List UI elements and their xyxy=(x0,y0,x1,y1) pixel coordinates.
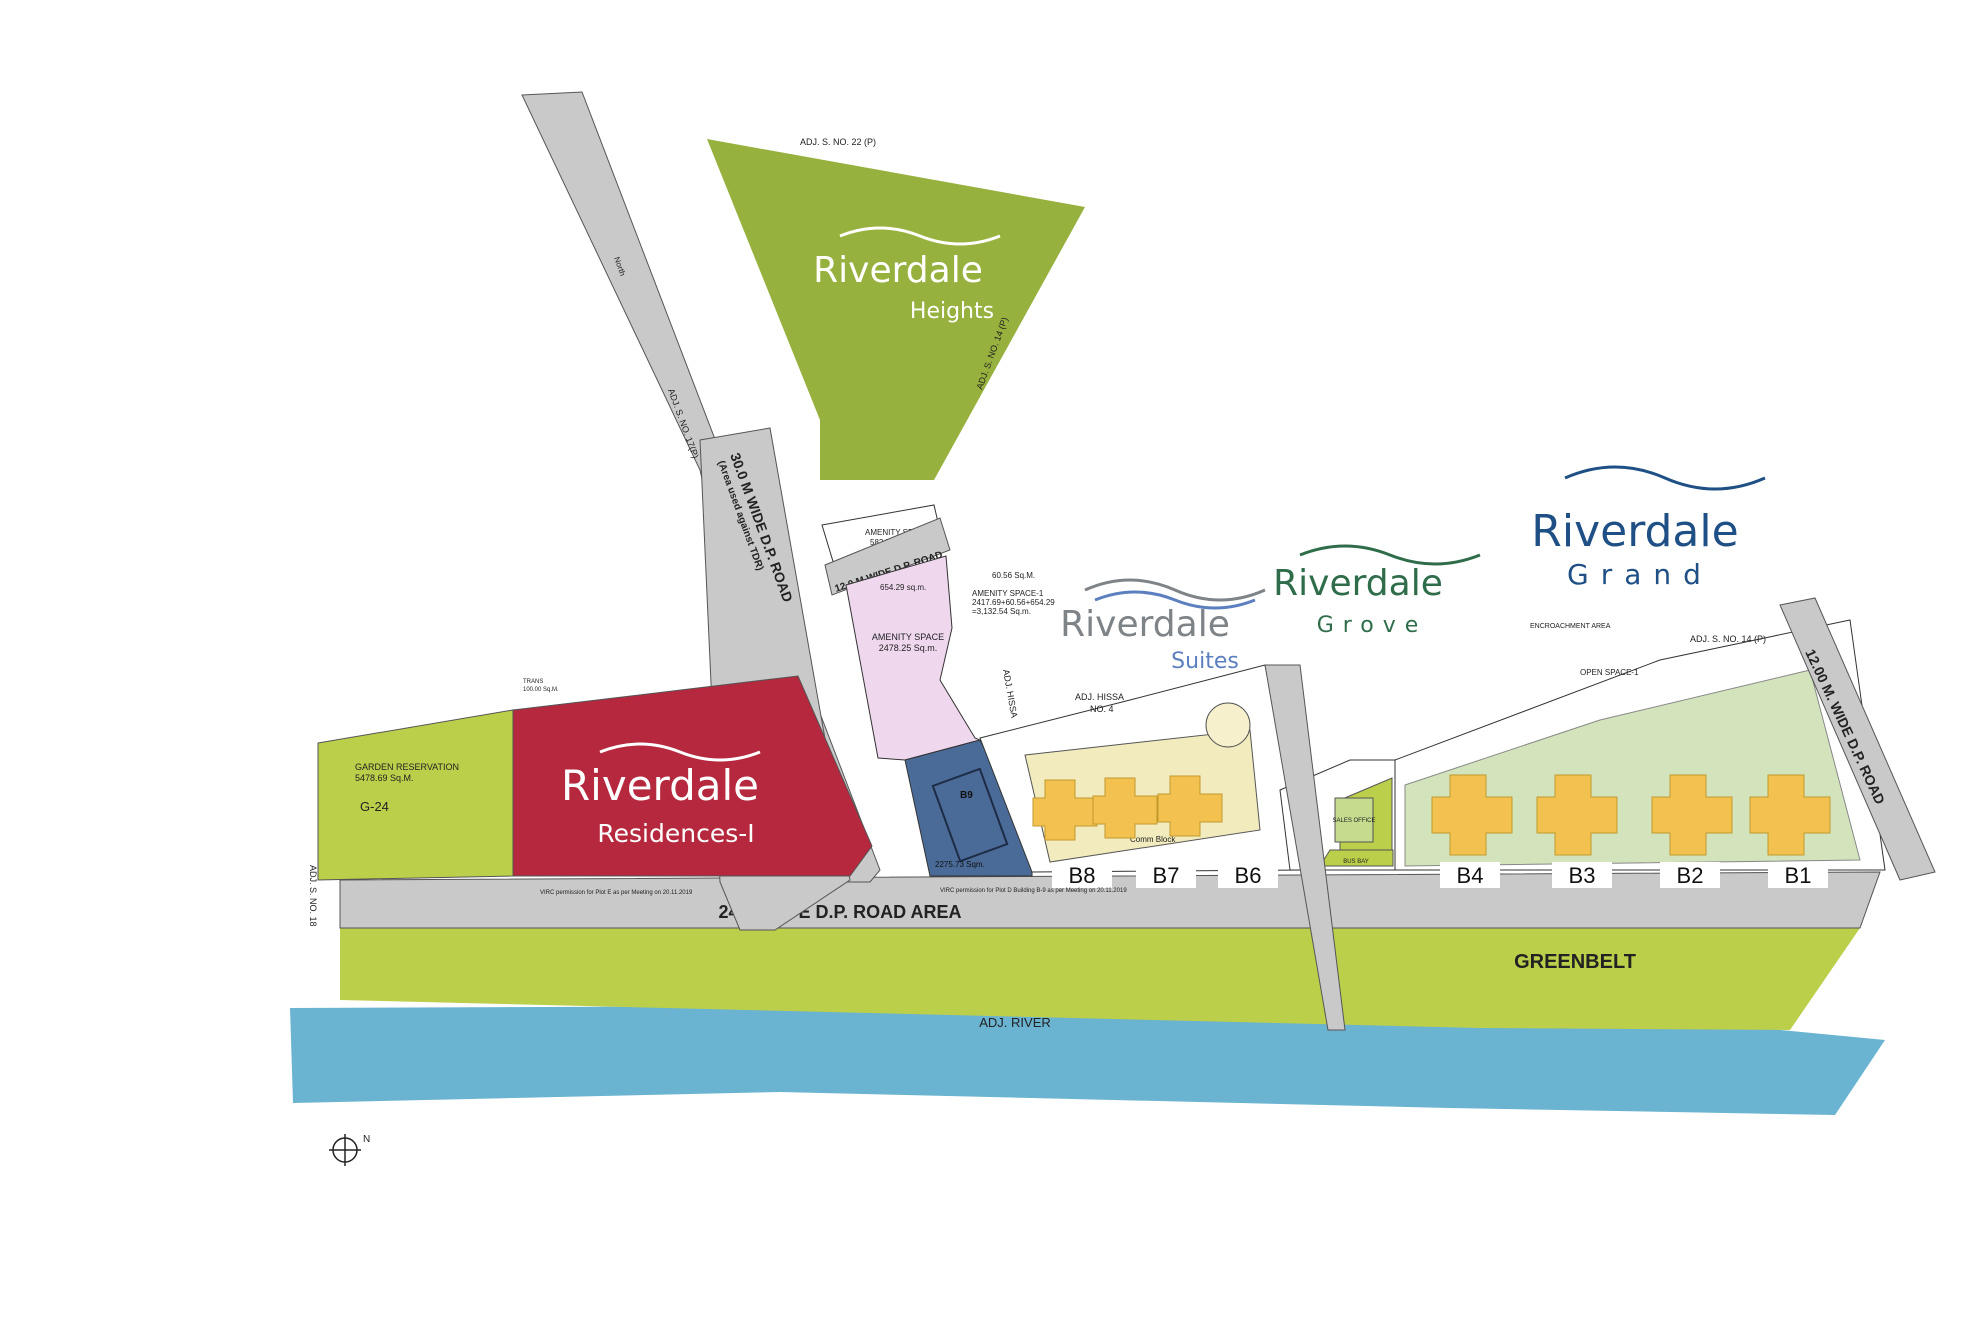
amenity-label: AMENITY SPACE xyxy=(872,632,944,642)
residences-plot xyxy=(512,675,873,877)
greenbelt-label: GREENBELT xyxy=(1514,951,1636,973)
bus-bay-label: BUS BAY xyxy=(1343,859,1369,865)
b7-box xyxy=(1136,862,1196,888)
encroach-label: ENCROACHMENT AREA xyxy=(1530,623,1611,630)
grand-name: Riverdale xyxy=(1531,506,1738,557)
suites-name: Riverdale xyxy=(1060,604,1230,645)
amenity1-label: AMENITY SPACE-1 xyxy=(972,589,1044,598)
heights-name: Riverdale xyxy=(813,250,983,291)
b2-label: B2 xyxy=(1677,863,1704,888)
area-654: 654.29 sq.m. xyxy=(880,583,926,592)
virc-b9: VIRC permission for Plot D Building B-9 … xyxy=(940,888,1127,894)
b2-box xyxy=(1660,862,1720,888)
b6-label: B6 xyxy=(1235,863,1262,888)
suites-wave-icon-2 xyxy=(1094,590,1256,610)
b9-label: B9 xyxy=(960,790,973,801)
amenity1-total: =3,132.54 Sq.m. xyxy=(972,607,1031,616)
trans-label: TRANS xyxy=(523,679,543,685)
area-60: 60.56 Sq.M. xyxy=(992,571,1035,580)
side-road xyxy=(1264,664,1346,1031)
grand-buildings xyxy=(1431,774,1831,856)
amenity2-label: AMENITY SPACE-2 xyxy=(865,528,937,537)
b8-box xyxy=(1052,862,1112,888)
grove-wave-icon xyxy=(1299,544,1481,566)
residences-name: Riverdale xyxy=(561,761,759,810)
trans-area: 100.00 Sq.M. xyxy=(523,687,559,693)
sales-office-label: SALES OFFICE xyxy=(1332,818,1375,824)
b4-label: B4 xyxy=(1457,863,1484,888)
adj-hissa4: ADJ. HISSA xyxy=(1075,692,1124,702)
open-space-label: OPEN SPACE-1 xyxy=(1580,668,1639,677)
amenity1-calc: 2417.69+60.56+654.29 xyxy=(972,598,1055,607)
amenity-space xyxy=(845,555,982,761)
b4-box xyxy=(1440,862,1500,888)
b3-box xyxy=(1552,862,1612,888)
greenbelt xyxy=(340,928,1860,1030)
suites-buildings xyxy=(1032,775,1223,841)
b6-box xyxy=(1218,862,1278,888)
dp12-top-road xyxy=(824,517,951,596)
dp12-right-road xyxy=(1779,597,1936,881)
compass-n: N xyxy=(363,1134,370,1145)
b3-label: B3 xyxy=(1569,863,1596,888)
adj-s14b: ADJ. S. NO. 14 (P) xyxy=(1690,634,1766,644)
virc-left: VIRC permission for Plot E as per Meetin… xyxy=(540,890,693,896)
garden-label: GARDEN RESERVATION xyxy=(355,762,459,772)
heights-wave-icon xyxy=(839,226,1001,246)
b9-area: 2275.73 Sqm. xyxy=(935,860,985,869)
river xyxy=(290,1003,1885,1115)
b9-building xyxy=(931,767,1009,863)
heights-plot xyxy=(707,139,1085,480)
compass-icon: N xyxy=(329,1134,370,1166)
adj-s18: ADJ. S. NO. 18 xyxy=(308,865,318,927)
suites-sub: Suites xyxy=(1171,649,1239,674)
suites-circle xyxy=(1205,702,1251,748)
grand-sub: Grand xyxy=(1567,558,1713,591)
adj-hissa2: ADJ. HISSA xyxy=(1001,669,1019,719)
adj-s22: ADJ. S. NO. 22 (P) xyxy=(800,137,876,147)
comm-block-label: Comm Block xyxy=(1130,835,1176,844)
heights-sub: Heights xyxy=(910,299,994,324)
residences-wave-icon xyxy=(599,742,761,762)
garden-area: 5478.69 Sq.M. xyxy=(355,773,414,783)
grove-name: Riverdale xyxy=(1273,563,1443,604)
suites-wave-icon xyxy=(1084,578,1266,602)
b1-label: B1 xyxy=(1785,863,1812,888)
building-labels: B8 B7 B6 B4 B3 B2 B1 xyxy=(1052,862,1828,888)
sales-office xyxy=(1334,797,1374,843)
river-label: ADJ. RIVER xyxy=(979,1015,1051,1030)
b1-box xyxy=(1768,862,1828,888)
residences-sub: Residences-I xyxy=(597,819,754,848)
bus-bay xyxy=(1319,849,1394,867)
grove-sub: Grove xyxy=(1317,613,1428,638)
adj-hissa4-no: NO. 4 xyxy=(1090,704,1114,714)
grand-wave-icon xyxy=(1564,465,1766,491)
amenity-area: 2478.25 Sq.m. xyxy=(879,643,938,653)
b7-label: B7 xyxy=(1153,863,1180,888)
garden-reservation xyxy=(317,709,514,881)
grand-lawn xyxy=(1404,669,1861,867)
b8-label: B8 xyxy=(1069,863,1096,888)
g24-label: G-24 xyxy=(360,799,389,814)
